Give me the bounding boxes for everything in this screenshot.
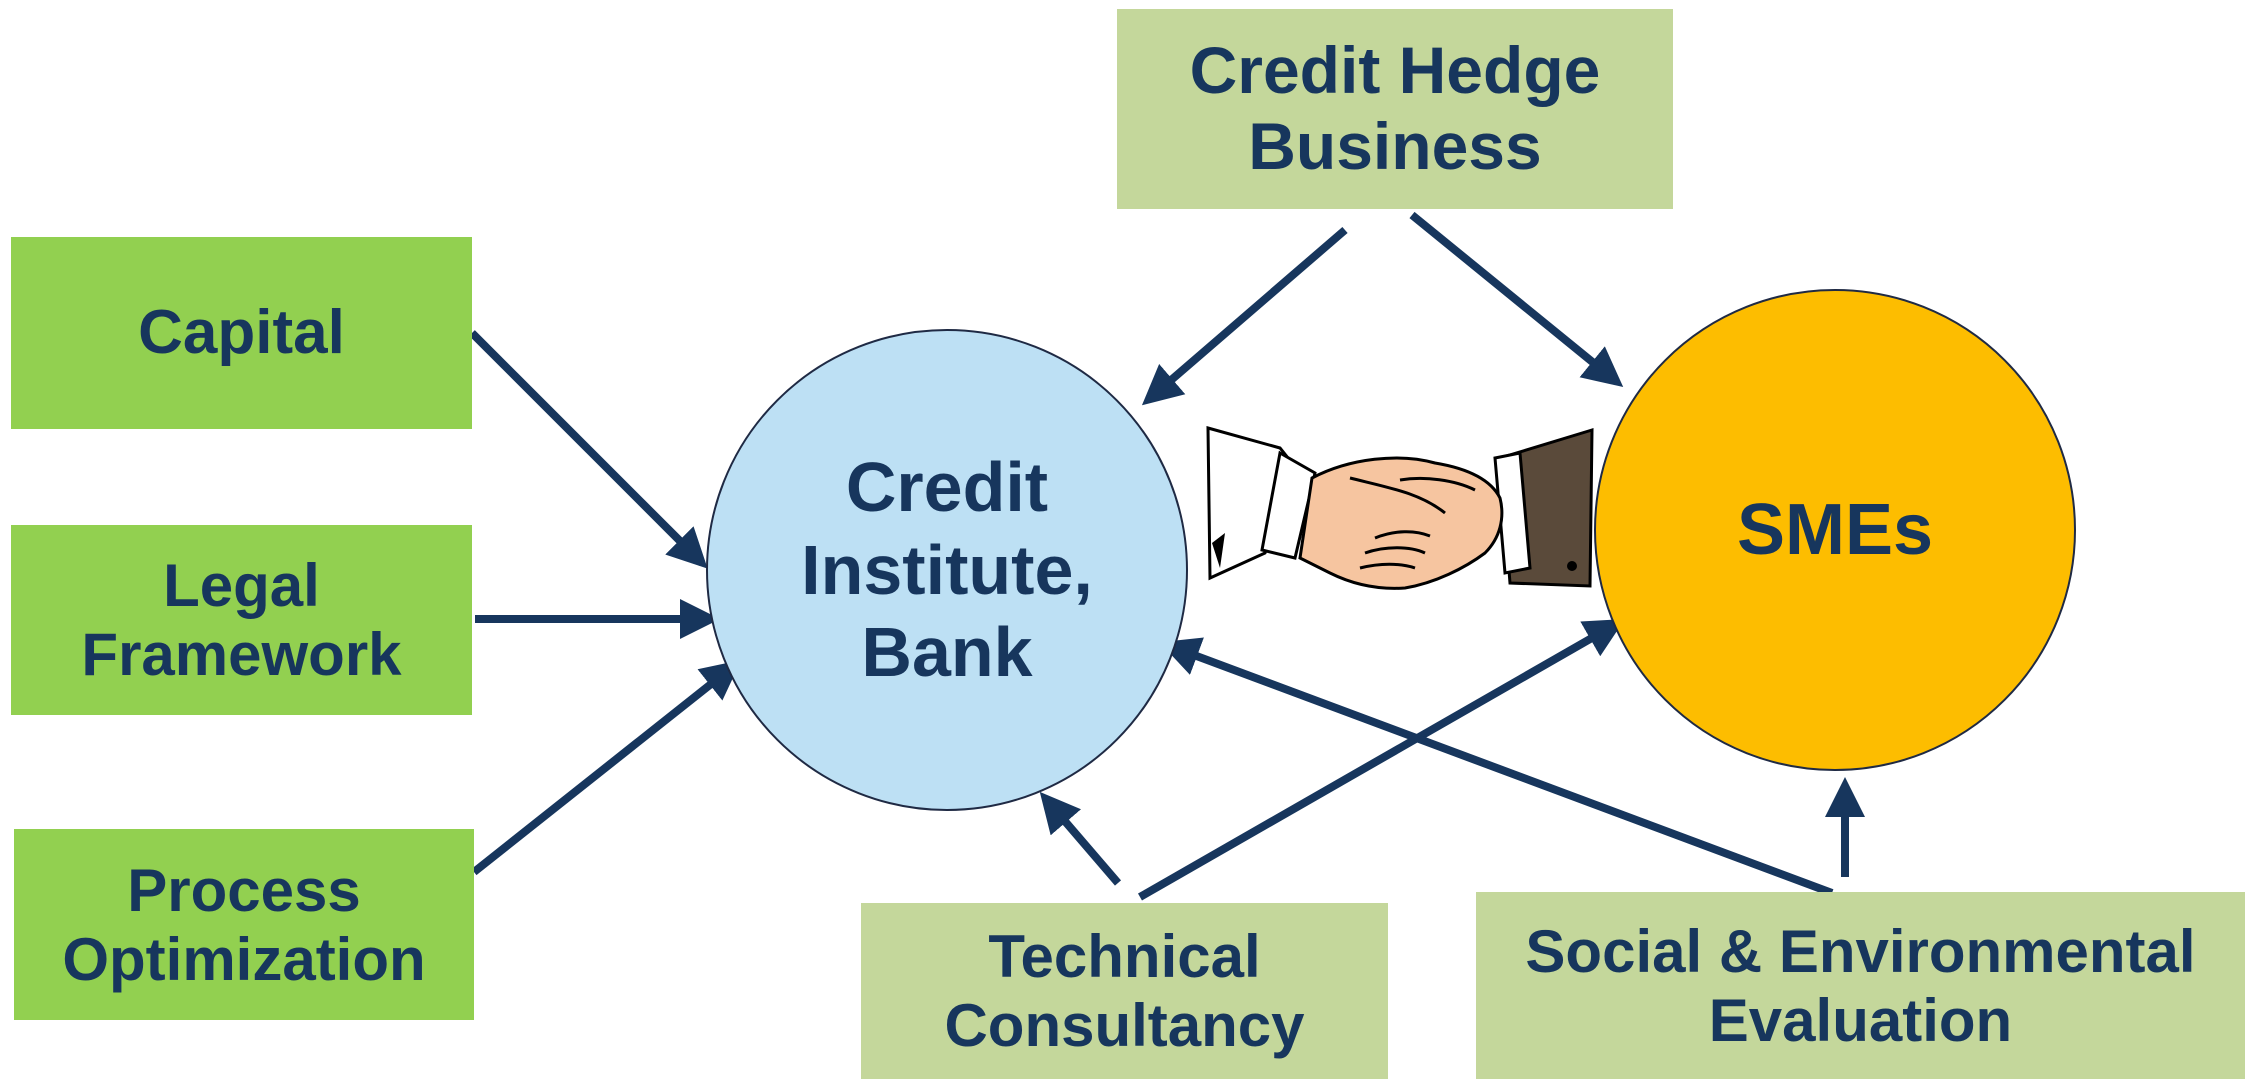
- technical-consultancy-box: Technical Consultancy: [861, 903, 1388, 1079]
- social-environmental-evaluation-label: Social & Environmental Evaluation: [1525, 917, 2196, 1054]
- smes-circle: SMEs: [1594, 289, 2076, 771]
- arrow-hedge-to-smes: [1409, 211, 1624, 388]
- credit-institute-bank-label: Credit Institute, Bank: [801, 448, 1093, 692]
- smes-label: SMEs: [1736, 489, 1934, 570]
- technical-consultancy-label: Technical Consultancy: [944, 923, 1305, 1059]
- arrow-capital-to-bank: [469, 330, 708, 569]
- arrow-technical-to-bank: [1039, 791, 1122, 886]
- arrow-process-to-bank: [471, 660, 742, 876]
- credit-hedge-business-box: Credit Hedge Business: [1117, 9, 1673, 209]
- handshake-icon: [1206, 426, 1594, 590]
- arrow-hedge-to-bank: [1141, 226, 1348, 406]
- credit-institute-bank-circle: Credit Institute, Bank: [706, 329, 1188, 811]
- process-optimization-box: Process Optimization: [14, 829, 474, 1020]
- arrow-social-to-bank: [1159, 637, 1834, 897]
- legal-framework-box: Legal Framework: [11, 525, 472, 715]
- capital-label: Capital: [138, 298, 345, 368]
- capital-box: Capital: [11, 237, 472, 429]
- social-environmental-evaluation-box: Social & Environmental Evaluation: [1476, 892, 2245, 1079]
- credit-hedge-business-label: Credit Hedge Business: [1189, 33, 1601, 183]
- arrow-technical-to-smes: [1138, 619, 1625, 901]
- legal-framework-label: Legal Framework: [81, 552, 402, 688]
- process-optimization-label: Process Optimization: [62, 856, 426, 993]
